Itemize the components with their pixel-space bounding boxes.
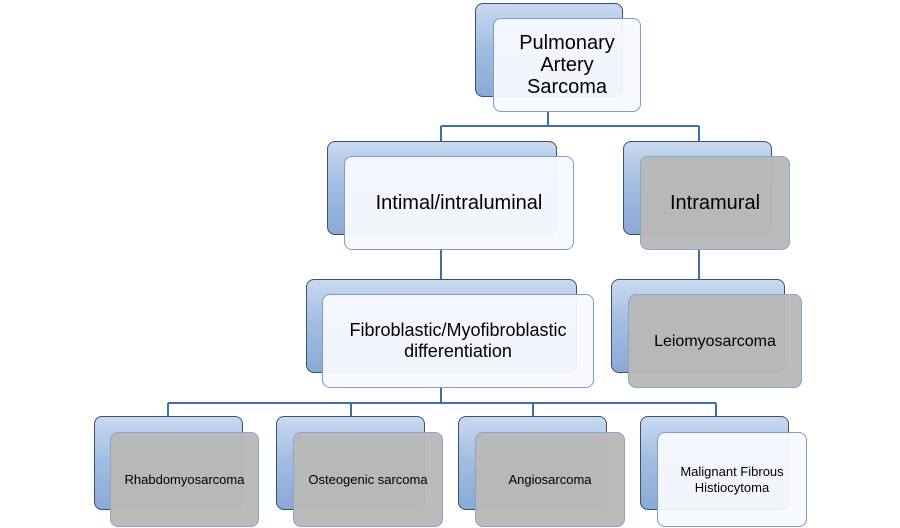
connector-fibroblastic: [167, 387, 717, 416]
intimal-node: Intimal/intraluminal: [344, 156, 574, 250]
osteogenic-node: Osteogenic sarcoma: [293, 432, 443, 527]
angiosarcoma-node: Angiosarcoma: [475, 432, 625, 527]
osteogenic-node-label: Osteogenic sarcoma: [308, 471, 428, 487]
leiomyosarcoma-node: Leiomyosarcoma: [628, 294, 802, 388]
mfh-node: Malignant Fibrous Histiocytoma: [657, 432, 807, 527]
fibroblastic-node-label: Fibroblastic/Myofibroblastic differentia…: [349, 320, 567, 361]
root-node-label: Pulmonary Artery Sarcoma: [519, 32, 615, 98]
rhabdomyosarcoma-node: Rhabdomyosarcoma: [110, 432, 259, 527]
rhabdomyosarcoma-node-label: Rhabdomyosarcoma: [124, 471, 245, 487]
intimal-node-label: Intimal/intraluminal: [375, 192, 543, 214]
angiosarcoma-node-label: Angiosarcoma: [508, 471, 592, 487]
leiomyosarcoma-node-label: Leiomyosarcoma: [654, 332, 776, 350]
mfh-node-label: Malignant Fibrous Histiocytoma: [680, 463, 784, 495]
root-node: Pulmonary Artery Sarcoma: [493, 18, 641, 112]
fibroblastic-node: Fibroblastic/Myofibroblastic differentia…: [322, 294, 594, 388]
connector-root: [440, 112, 700, 141]
intramural-node-label: Intramural: [669, 192, 761, 214]
intramural-node: Intramural: [640, 156, 790, 250]
